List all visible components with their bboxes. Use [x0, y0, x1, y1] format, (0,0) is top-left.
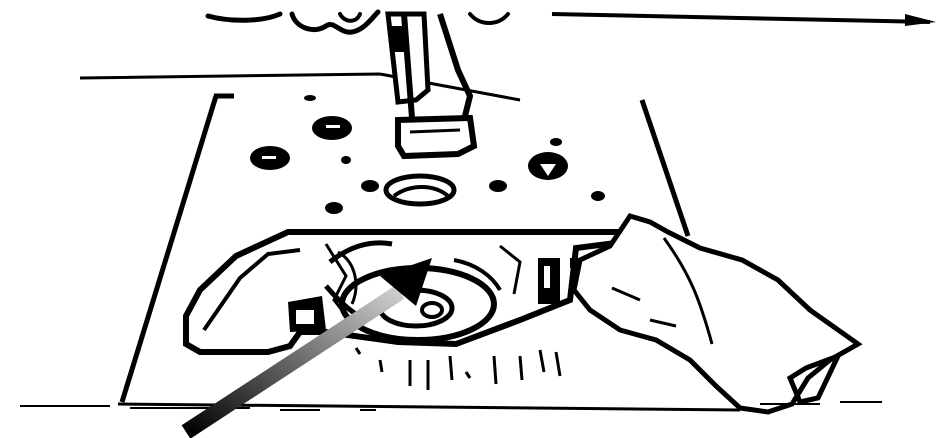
needle-hole	[386, 176, 454, 204]
presser-foot	[388, 14, 474, 156]
edge-line-tip	[905, 14, 936, 26]
bobbin-cover-plate	[574, 216, 858, 412]
machine-head-decor	[208, 12, 508, 32]
horizon-line	[80, 74, 520, 100]
lint-debris	[356, 348, 560, 390]
machine-bed-edge-line	[552, 14, 930, 22]
